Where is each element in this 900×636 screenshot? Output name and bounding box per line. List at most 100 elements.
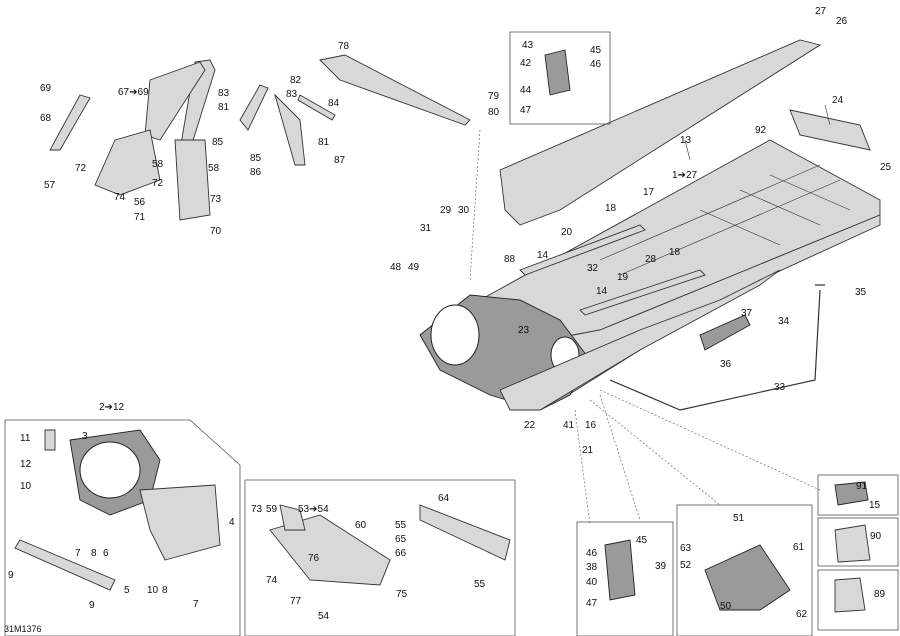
callout-7a: 7 — [75, 548, 81, 559]
detail-box-90 — [817, 517, 899, 567]
rail-lower — [579, 269, 706, 316]
front-frame-opening — [430, 304, 480, 366]
callout-22: 22 — [524, 420, 536, 431]
callout-32: 32 — [587, 263, 599, 274]
callout-35: 35 — [855, 287, 867, 298]
callout-14b: 14 — [596, 286, 608, 297]
callout-5: 5 — [124, 585, 130, 596]
callout-67-69: 67➔69 — [118, 87, 149, 98]
callout-91: 91 — [856, 481, 868, 492]
callout-26: 26 — [836, 16, 848, 27]
callout-72b: 72 — [152, 178, 164, 189]
callout-76: 76 — [308, 553, 320, 564]
callout-8a: 8 — [91, 548, 97, 559]
rear-bumper — [789, 109, 871, 151]
callout-54: 54 — [318, 611, 330, 622]
callout-41: 41 — [563, 420, 575, 431]
callout-65: 65 — [395, 534, 407, 545]
callout-12: 12 — [20, 459, 32, 470]
callout-79: 79 — [488, 91, 500, 102]
callout-75: 75 — [396, 589, 408, 600]
callout-labels: 27 26 78 43 45 42 46 44 47 69 67➔69 82 8… — [4, 6, 892, 634]
callout-89: 89 — [874, 589, 886, 600]
callout-81a: 81 — [218, 102, 230, 113]
callout-11: 11 — [20, 433, 31, 444]
callout-4: 4 — [229, 517, 235, 528]
callout-29: 29 — [440, 205, 452, 216]
callout-48: 48 — [390, 262, 402, 273]
callout-24: 24 — [832, 95, 844, 106]
callout-83b: 83 — [286, 89, 298, 100]
callout-8b: 8 — [162, 585, 168, 596]
callout-58a: 58 — [152, 159, 164, 170]
callout-60: 60 — [355, 520, 367, 531]
callout-23: 23 — [518, 325, 530, 336]
callout-70: 70 — [210, 226, 222, 237]
callout-18b: 18 — [669, 247, 681, 258]
callout-92: 92 — [755, 125, 767, 136]
callout-31: 31 — [420, 223, 432, 234]
callout-82: 82 — [290, 75, 302, 86]
arm-81-lower — [274, 93, 306, 166]
callout-10a: 10 — [20, 481, 32, 492]
callout-15: 15 — [869, 500, 881, 511]
bracket-68 — [49, 94, 91, 151]
detail-box-bracket-top — [509, 31, 611, 125]
running-board — [499, 269, 781, 411]
diagram-id: 31M1376 — [4, 624, 42, 634]
callout-61: 61 — [793, 542, 805, 553]
callout-38: 38 — [586, 562, 598, 573]
callout-57: 57 — [44, 180, 56, 191]
callout-71: 71 — [134, 212, 146, 223]
callout-63: 63 — [680, 543, 692, 554]
callout-9a: 9 — [8, 570, 14, 581]
callout-66: 66 — [395, 548, 407, 559]
detail-box-suspension-mount — [676, 504, 813, 636]
callout-3: 3 — [82, 431, 88, 442]
callout-27: 27 — [815, 6, 827, 17]
callout-81b: 81 — [318, 137, 330, 148]
detail-box-91-15 — [817, 474, 899, 516]
chassis-tunnel — [419, 39, 881, 411]
callout-42: 42 — [520, 58, 532, 69]
callout-58b: 58 — [208, 163, 220, 174]
support-upper-left — [179, 59, 216, 151]
detail-box-bracket-lower — [576, 521, 674, 636]
callout-72a: 72 — [75, 163, 87, 174]
support-bar — [609, 289, 821, 411]
callout-6: 6 — [103, 548, 109, 559]
callout-40: 40 — [586, 577, 598, 588]
callout-28: 28 — [645, 254, 657, 265]
callout-49: 49 — [408, 262, 420, 273]
callout-34: 34 — [778, 316, 790, 327]
callout-20: 20 — [561, 227, 573, 238]
callout-37: 37 — [741, 308, 753, 319]
callout-85b: 85 — [250, 153, 262, 164]
callout-18a: 18 — [605, 203, 617, 214]
callout-47b: 47 — [586, 598, 598, 609]
callout-47a: 47 — [520, 105, 532, 116]
callout-16: 16 — [585, 420, 597, 431]
detail-box-skid-plate — [244, 479, 516, 636]
callout-36: 36 — [720, 359, 732, 370]
detail-box-89 — [817, 569, 899, 631]
callout-69: 69 — [40, 83, 52, 94]
steering-support-assembly — [49, 54, 471, 221]
footrest — [699, 314, 751, 351]
callout-56: 56 — [134, 197, 146, 208]
callout-77: 77 — [290, 596, 302, 607]
callout-52: 52 — [680, 560, 692, 571]
callout-84: 84 — [328, 98, 340, 109]
callout-39: 39 — [655, 561, 667, 572]
callout-59: 59 — [266, 504, 278, 515]
callout-73a: 73 — [210, 194, 222, 205]
callout-80: 80 — [488, 107, 500, 118]
support-upper-right — [144, 61, 206, 141]
callout-21: 21 — [582, 445, 594, 456]
callout-51: 51 — [733, 513, 745, 524]
callout-10b: 10 — [147, 585, 159, 596]
callout-1-27: 1➔27 — [672, 170, 698, 181]
callout-74b: 74 — [266, 575, 278, 586]
detail-box-front-frame — [4, 419, 241, 636]
callout-25: 25 — [880, 162, 892, 173]
